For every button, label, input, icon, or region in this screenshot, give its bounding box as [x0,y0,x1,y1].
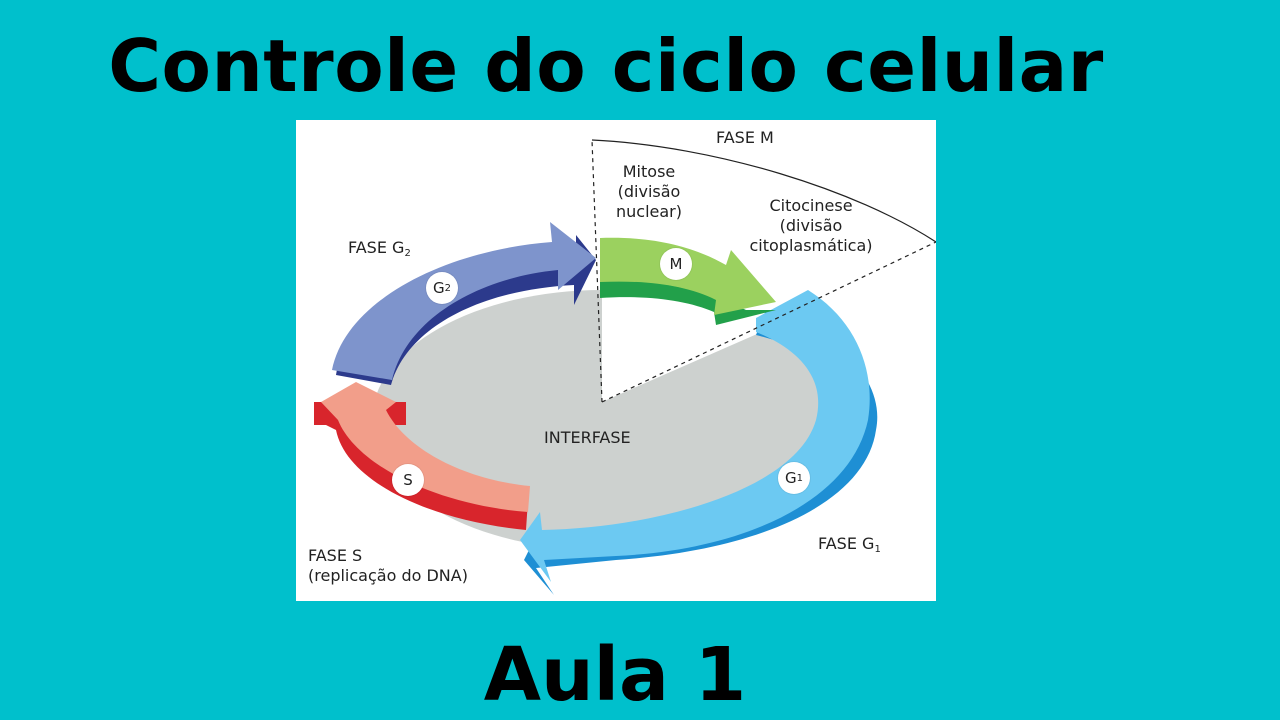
badge-m: M [660,248,692,280]
dashed-line-left [591,139,603,403]
m-arrow [600,237,776,315]
label-fase-g1-text: FASE G [818,534,875,553]
dashed-line-right [601,241,936,403]
label-fase-g2-text: FASE G [348,238,405,257]
label-fase-g2-sub: 2 [404,248,411,259]
s-arrow [321,382,530,512]
label-mitose-line2: (divisão [617,182,681,201]
label-fase-g1-sub: 1 [874,544,881,555]
label-fase-m: FASE M [716,128,774,147]
label-fase-s-line1: FASE S [308,546,363,565]
label-citocinese-line3: citoplasmática) [749,236,873,255]
badge-g2-sub: 2 [444,282,451,294]
label-citocinese-line1: Citocinese [769,196,853,215]
label-mitose: Mitose (divisão nuclear) [604,162,694,222]
label-interfase: INTERFASE [544,428,631,447]
badge-g2-letter: G [433,279,445,297]
label-mitose-line1: Mitose [622,162,676,181]
cell-cycle-diagram: FASE M Mitose (divisão nuclear) Citocine… [296,120,936,601]
m-arrow-side [600,279,776,325]
page-title: Controle do ciclo celular [108,24,1104,108]
g1-arrow [520,290,870,582]
label-citocinese: Citocinese (divisão citoplasmática) [736,196,886,256]
badge-g1-letter: G [785,469,797,487]
g2-arrow [332,222,596,380]
label-fase-g1: FASE G1 [818,534,881,560]
page-subtitle: Aula 1 [483,632,747,718]
m-phase-arc [591,139,936,243]
badge-s: S [392,464,424,496]
label-citocinese-line2: (divisão [779,216,843,235]
label-mitose-line3: nuclear) [616,202,682,221]
label-fase-s: FASE S (replicação do DNA) [308,546,468,586]
label-fase-g2: FASE G2 [348,238,411,264]
cell-cycle-svg [314,139,936,595]
badge-g1-sub: 1 [796,472,803,484]
label-fase-s-line2: (replicação do DNA) [308,566,468,585]
